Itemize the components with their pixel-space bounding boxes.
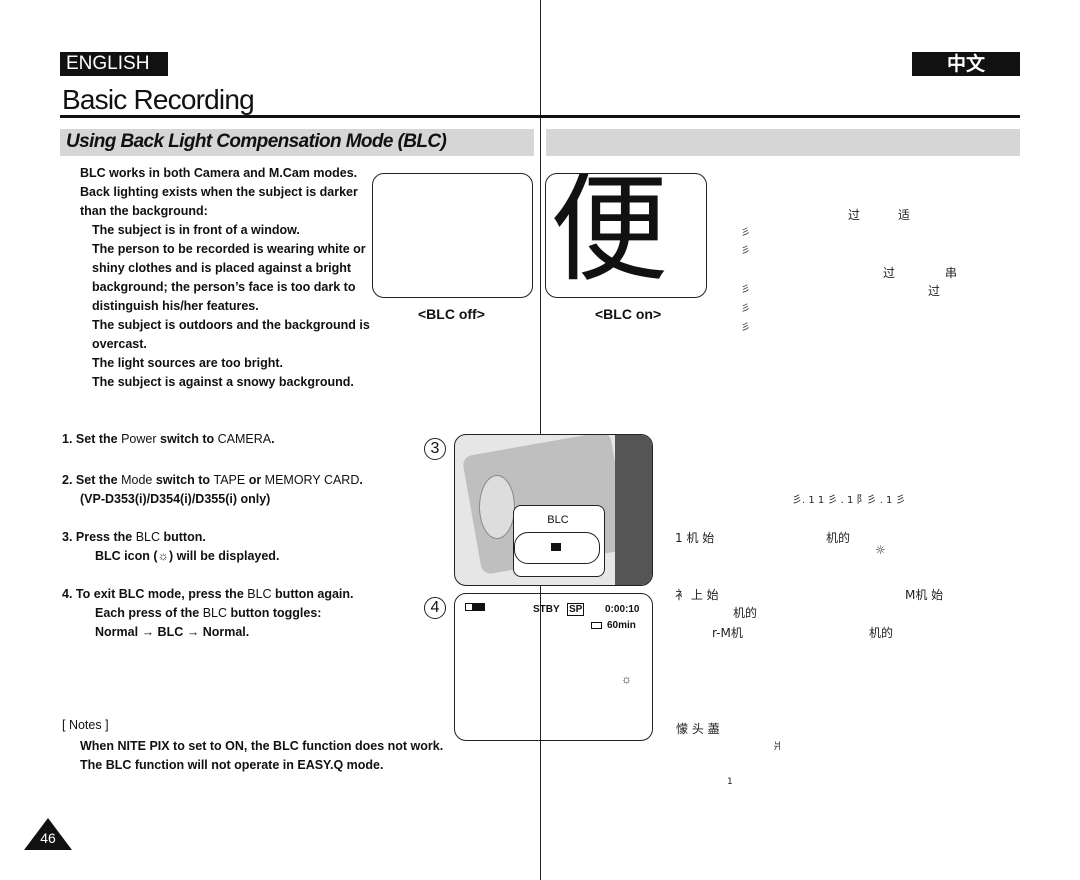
zh-text: 懞 头 藎 <box>676 722 720 736</box>
zh-text: 机的 <box>733 606 758 620</box>
zh-text: 爿 <box>773 742 783 752</box>
zh-text: M机 始 <box>905 588 944 602</box>
bullet-item: -The subject is against a snowy backgrou… <box>92 375 354 389</box>
blc-button <box>514 532 600 564</box>
intro-line: Back lighting exists when the subject is… <box>80 185 358 199</box>
callout-4: 4 <box>424 597 446 619</box>
note-item: When NITE PIX to set to ON, the BLC func… <box>80 739 444 753</box>
callout-3: 3 <box>424 438 446 460</box>
zh-mark: 彡 <box>741 304 751 314</box>
zh-mark: 彡 <box>741 228 751 238</box>
zh-text: 彡. 1 1 彡 . 1 阝彡 . 1 彡 <box>792 495 906 506</box>
note-item: The BLC function will not operate in EAS… <box>80 758 384 772</box>
bullet-item: -The subject is outdoors and the backgro… <box>92 318 370 351</box>
title-rule <box>60 115 1020 118</box>
page-number: 46 <box>40 830 56 846</box>
zh-text: 过 <box>883 266 896 280</box>
notes-list: When NITE PIX to set to ON, the BLC func… <box>80 737 480 775</box>
zh-text: 机的 <box>869 626 894 640</box>
notes-label: [ Notes ] <box>62 718 109 732</box>
intro-line: BLC works in both Camera and M.Cam modes… <box>80 166 358 180</box>
zh-text: 适 <box>898 208 911 222</box>
camera-grip <box>615 435 652 585</box>
intro-text: BLC works in both Camera and M.Cam modes… <box>80 164 380 221</box>
step-1: 1. Set the Power switch to CAMERA. <box>62 432 275 446</box>
bullet-item: -The person to be recorded is wearing wh… <box>92 242 366 313</box>
blc-icon: ☼ <box>875 543 886 557</box>
step-4: 4. To exit BLC mode, press the BLC butto… <box>62 587 354 639</box>
zh-mark: 彡 <box>741 285 751 295</box>
lcd-screen: STBY SP 0:00:10 60min ☼ <box>454 593 653 741</box>
section-title: Using Back Light Compensation Mode (BLC) <box>66 131 447 152</box>
step-3: 3. Press the BLC button. BLC icon (☼) wi… <box>62 530 280 563</box>
zh-text: 串 <box>945 266 958 280</box>
lcd-remaining: 60min <box>607 620 636 631</box>
language-tab-chinese: 中文 <box>912 52 1020 76</box>
zh-text: 1 <box>727 777 733 787</box>
lcd-sp: SP <box>567 603 585 616</box>
intro-bullets: -The subject is in front of a window. -T… <box>92 221 376 392</box>
zh-mark: 彡 <box>741 246 751 256</box>
tape-icon <box>591 622 602 629</box>
page-number-triangle <box>24 818 72 850</box>
camera-illustration: BLC <box>454 434 653 586</box>
battery-icon <box>465 603 485 611</box>
lcd-stby: STBY <box>533 604 560 615</box>
zh-mark: 彡 <box>741 323 751 333</box>
sample-glyph: 便 <box>550 173 669 298</box>
blc-icon: ☼ <box>621 672 632 686</box>
zh-text: 过 <box>928 284 941 298</box>
bullet-item: -The subject is in front of a window. <box>92 223 300 237</box>
section-bar-chinese <box>546 129 1020 156</box>
zh-text: 衤 上 始 <box>675 588 719 602</box>
mode-dial <box>479 475 515 539</box>
blc-off-image <box>372 173 533 298</box>
button-mark <box>551 543 561 551</box>
zh-text: 1 机 始 <box>675 531 715 545</box>
blc-button-callout: BLC <box>513 505 605 577</box>
arrow-icon: → <box>186 625 200 639</box>
bullet-item: -The light sources are too bright. <box>92 356 283 370</box>
blc-on-image: 便 <box>545 173 707 298</box>
blc-icon: ☼ <box>157 549 169 563</box>
zh-text: 过 <box>848 208 861 222</box>
section-bar-english <box>60 129 534 156</box>
arrow-icon: → <box>141 625 155 639</box>
blc-button-label: BLC <box>547 514 569 526</box>
blc-off-caption: <BLC off> <box>418 306 485 322</box>
blc-on-caption: <BLC on> <box>595 306 662 322</box>
page-title: Basic Recording <box>62 84 255 115</box>
zh-text: r-M机 <box>712 626 743 640</box>
zh-text: 机的 <box>826 531 851 545</box>
step-2: 2. Set the Mode switch to TAPE or MEMORY… <box>62 473 363 506</box>
lcd-time: 0:00:10 <box>605 604 640 615</box>
language-tab-english: ENGLISH <box>60 52 168 76</box>
intro-line: than the background: <box>80 204 208 218</box>
